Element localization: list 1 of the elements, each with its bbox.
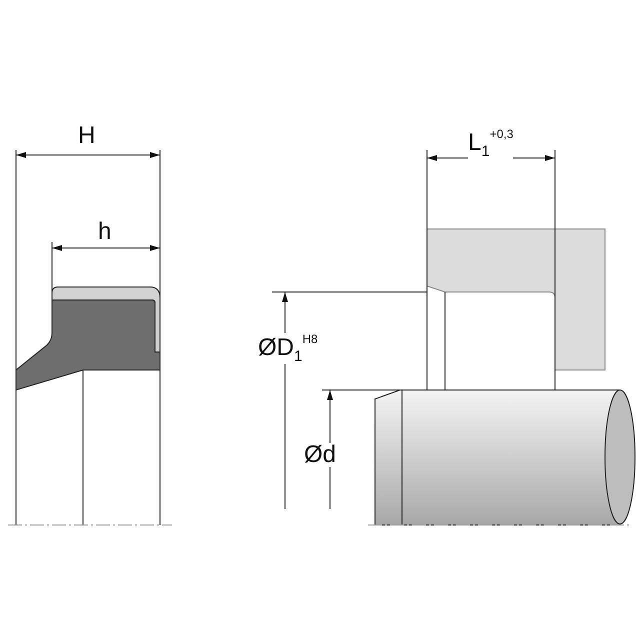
dimension-label: Ød (304, 443, 336, 467)
